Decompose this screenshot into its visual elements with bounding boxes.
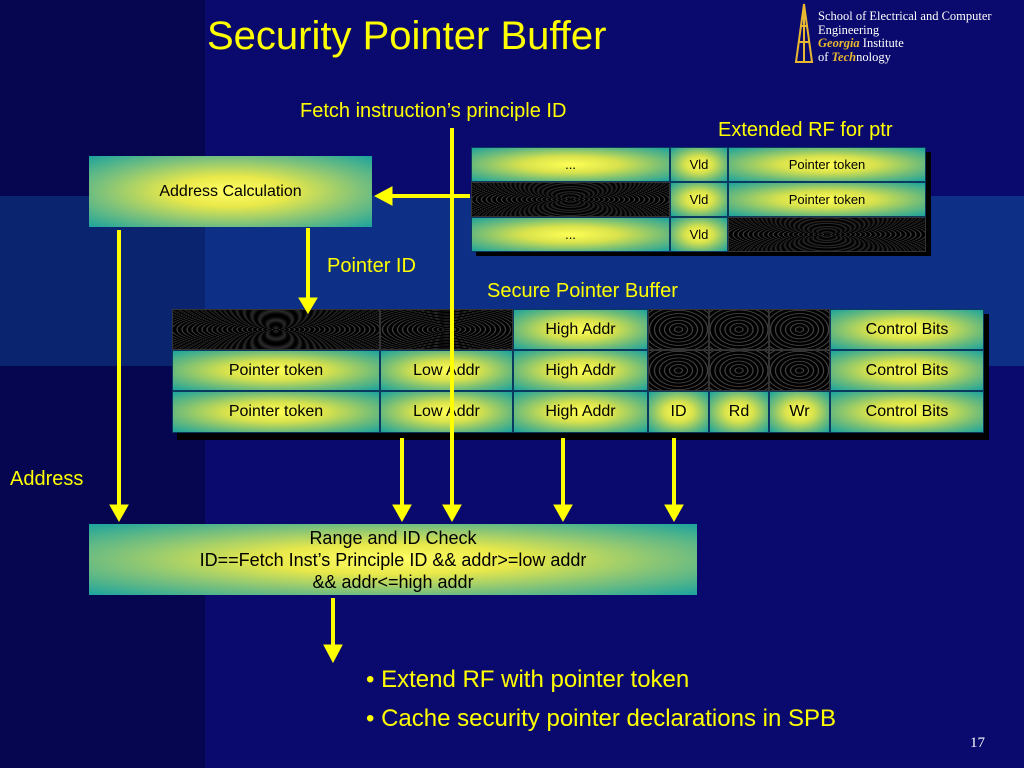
spb-dark-cell [648, 350, 709, 391]
range-id-check-box: Range and ID Check ID==Fetch Inst’s Prin… [89, 524, 697, 595]
logo-text: School of Electrical and Computer Engine… [818, 9, 992, 65]
rf-dark-cell [471, 182, 670, 217]
rf-vld-cell: Vld [670, 182, 728, 217]
bullet-list: • Extend RF with pointer token • Cache s… [366, 660, 836, 738]
spb-dark-cell [380, 309, 513, 350]
spb-pointer-token-cell: Pointer token [172, 391, 380, 433]
pointer-id-arrow-head [298, 297, 318, 314]
check-output-arrow-head [323, 644, 343, 664]
spb-low-addr-cell: Low Addr [380, 391, 513, 433]
spb-dark-cell [769, 350, 830, 391]
check-line1: Range and ID Check [309, 527, 477, 548]
id-arrow-head [664, 504, 684, 523]
spb-high-addr-cell: High Addr [513, 309, 648, 350]
rf-dark-cell [728, 217, 926, 252]
logo-line4: of Technology [818, 49, 992, 65]
bullet-item: • Cache security pointer declarations in… [366, 705, 836, 732]
logo-institute: Institute [859, 36, 904, 50]
spb-pointer-token-cell: Pointer token [172, 350, 380, 391]
logo-line3: Georgia Institute [818, 36, 992, 51]
spb-high-addr-cell: High Addr [513, 350, 648, 391]
spb-wr-cell: Wr [769, 391, 830, 433]
fetch-id-label: Fetch instruction’s principle ID [300, 100, 567, 122]
logo-georgia: Georgia [818, 36, 860, 50]
slide-title: Security Pointer Buffer [207, 14, 607, 58]
check-line3: && addr<=high addr [312, 571, 474, 592]
spb-id-cell: ID [648, 391, 709, 433]
spb-dark-cell [709, 350, 769, 391]
address-label: Address [10, 468, 84, 490]
rf-cell: ... [471, 147, 670, 182]
spb-dark-cell [709, 309, 769, 350]
bullet-text: Extend RF with pointer token [381, 666, 690, 693]
spb-high-addr-cell: High Addr [513, 391, 648, 433]
extended-rf-label: Extended RF for ptr [718, 119, 893, 141]
spb-rd-cell: Rd [709, 391, 769, 433]
address-arrow-head [109, 504, 129, 523]
rf-cell: ... [471, 217, 670, 252]
spb-dark-cell [172, 309, 380, 350]
spb-control-bits-cell: Control Bits [830, 350, 984, 391]
rf-token-cell: Pointer token [728, 182, 926, 217]
high-addr-arrow-head [553, 504, 573, 523]
spb-label: Secure Pointer Buffer [487, 280, 678, 302]
logo-of: of [818, 49, 832, 64]
logo-tech: Tech [831, 49, 857, 64]
background-dark-strip [0, 0, 205, 768]
spb-low-addr-cell: Low Addr [380, 350, 513, 391]
spb-dark-cell [769, 309, 830, 350]
pointer-id-label: Pointer ID [327, 255, 416, 277]
address-calculation-box: Address Calculation [89, 156, 372, 227]
logo-nology: nology [856, 49, 891, 64]
fetch-id-arrow-head [442, 504, 462, 523]
page-number: 17 [970, 735, 985, 751]
rf-to-addr-arrow-head [373, 186, 393, 206]
spb-control-bits-cell: Control Bits [830, 391, 984, 433]
low-addr-arrow-head [392, 504, 412, 523]
check-line2: ID==Fetch Inst’s Principle ID && addr>=l… [199, 549, 587, 570]
bullet-item: • Extend RF with pointer token [366, 666, 690, 693]
rf-vld-cell: Vld [670, 217, 728, 252]
logo-line1: School of Electrical and Computer [818, 9, 992, 23]
rf-vld-cell: Vld [670, 147, 728, 182]
logo-line2: Engineering [818, 22, 880, 37]
georgia-tech-logo-icon [794, 3, 814, 63]
bullet-text: Cache security pointer declarations in S… [381, 705, 836, 732]
spb-control-bits-cell: Control Bits [830, 309, 984, 350]
spb-dark-cell [648, 309, 709, 350]
rf-token-cell: Pointer token [728, 147, 926, 182]
